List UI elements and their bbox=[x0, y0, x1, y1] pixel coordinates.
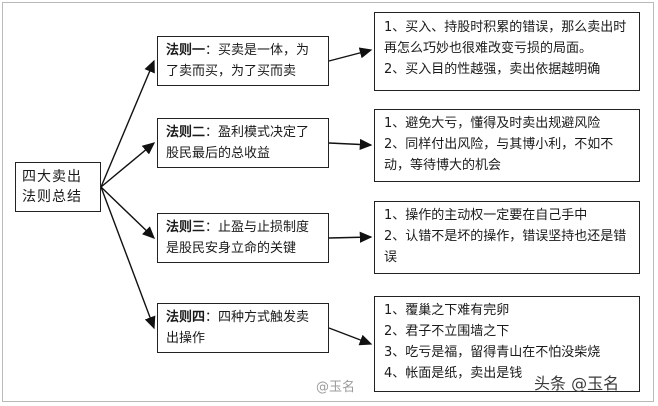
rule-text: ：盈利模式决定了股民最后的总收益 bbox=[166, 125, 310, 161]
detail-node-3: 1、操作的主动权一定要在自己手中 2、认错不是坏的操作，错误坚持也还是错误 bbox=[374, 201, 640, 274]
rule-prefix: 法则三 bbox=[166, 220, 206, 235]
detail-item: 1、操作的主动权一定要在自己手中 bbox=[384, 208, 588, 223]
root-label: 四大卖出法则总结 bbox=[22, 169, 82, 205]
arrow-rule-2-to-detail-2 bbox=[328, 138, 373, 151]
arrow-rule-3-to-detail-3 bbox=[328, 231, 373, 243]
toutiao-watermark: 头条 @玉名 bbox=[534, 374, 620, 393]
arrow-root-to-rule-4 bbox=[100, 186, 156, 330]
detail-item: 4、帐面是纸，卖出是钱 bbox=[384, 366, 523, 381]
rule-text: ：买卖是一体，为了卖而买，为了买而卖 bbox=[166, 43, 310, 79]
rule-prefix: 法则一 bbox=[166, 43, 206, 58]
arrow-rule-1-to-detail-1 bbox=[328, 47, 373, 62]
rule-node-3: 法则三：止盈与止损制度是股民安身立命的关键 bbox=[157, 213, 329, 263]
detail-item: 1、避免大亏，懂得及时卖出规避风险 bbox=[384, 116, 601, 131]
rule-prefix: 法则二 bbox=[166, 125, 206, 140]
arrow-root-to-rule-2 bbox=[100, 142, 156, 188]
detail-item: 2、买入目的性越强，卖出依据越明确 bbox=[384, 62, 601, 77]
detail-item: 1、覆巢之下难有完卵 bbox=[384, 303, 510, 318]
rule-text: ：四种方式触发卖出操作 bbox=[166, 310, 310, 346]
detail-node-2: 1、避免大亏，懂得及时卖出规避风险 2、同样付出风险，与其博小利，不如不动，等待… bbox=[374, 109, 640, 182]
weibo-watermark: @玉名 bbox=[316, 380, 356, 395]
detail-item: 3、吃亏是福，留得青山在不怕没柴烧 bbox=[384, 345, 601, 360]
detail-item: 2、同样付出风险，与其博小利，不如不动，等待博大的机会 bbox=[384, 137, 614, 173]
root-node: 四大卖出法则总结 bbox=[15, 162, 101, 212]
rule-prefix: 法则四 bbox=[166, 310, 206, 325]
detail-item: 1、买入、持股时积累的错误，那么卖出时再怎么巧妙也很难改变亏损的局面。 bbox=[384, 20, 627, 56]
arrow-root-to-rule-1 bbox=[100, 59, 155, 188]
arrow-rule-4-to-detail-4 bbox=[328, 327, 373, 346]
detail-node-1: 1、买入、持股时积累的错误，那么卖出时再怎么巧妙也很难改变亏损的局面。 2、买入… bbox=[374, 12, 640, 91]
rule-node-1: 法则一：买卖是一体，为了卖而买，为了买而卖 bbox=[157, 36, 329, 86]
rule-node-2: 法则二：盈利模式决定了股民最后的总收益 bbox=[157, 118, 329, 168]
detail-item: 2、认错不是坏的操作，错误坚持也还是错误 bbox=[384, 229, 627, 265]
arrow-root-to-rule-3 bbox=[100, 186, 156, 239]
rule-text: ：止盈与止损制度是股民安身立命的关键 bbox=[166, 220, 310, 256]
rule-node-4: 法则四：四种方式触发卖出操作 bbox=[157, 303, 329, 353]
diagram-frame bbox=[2, 2, 654, 402]
detail-item: 2、君子不立围墙之下 bbox=[384, 324, 510, 339]
detail-node-4: 1、覆巢之下难有完卵 2、君子不立围墙之下 3、吃亏是福，留得青山在不怕没柴烧 … bbox=[374, 296, 640, 392]
